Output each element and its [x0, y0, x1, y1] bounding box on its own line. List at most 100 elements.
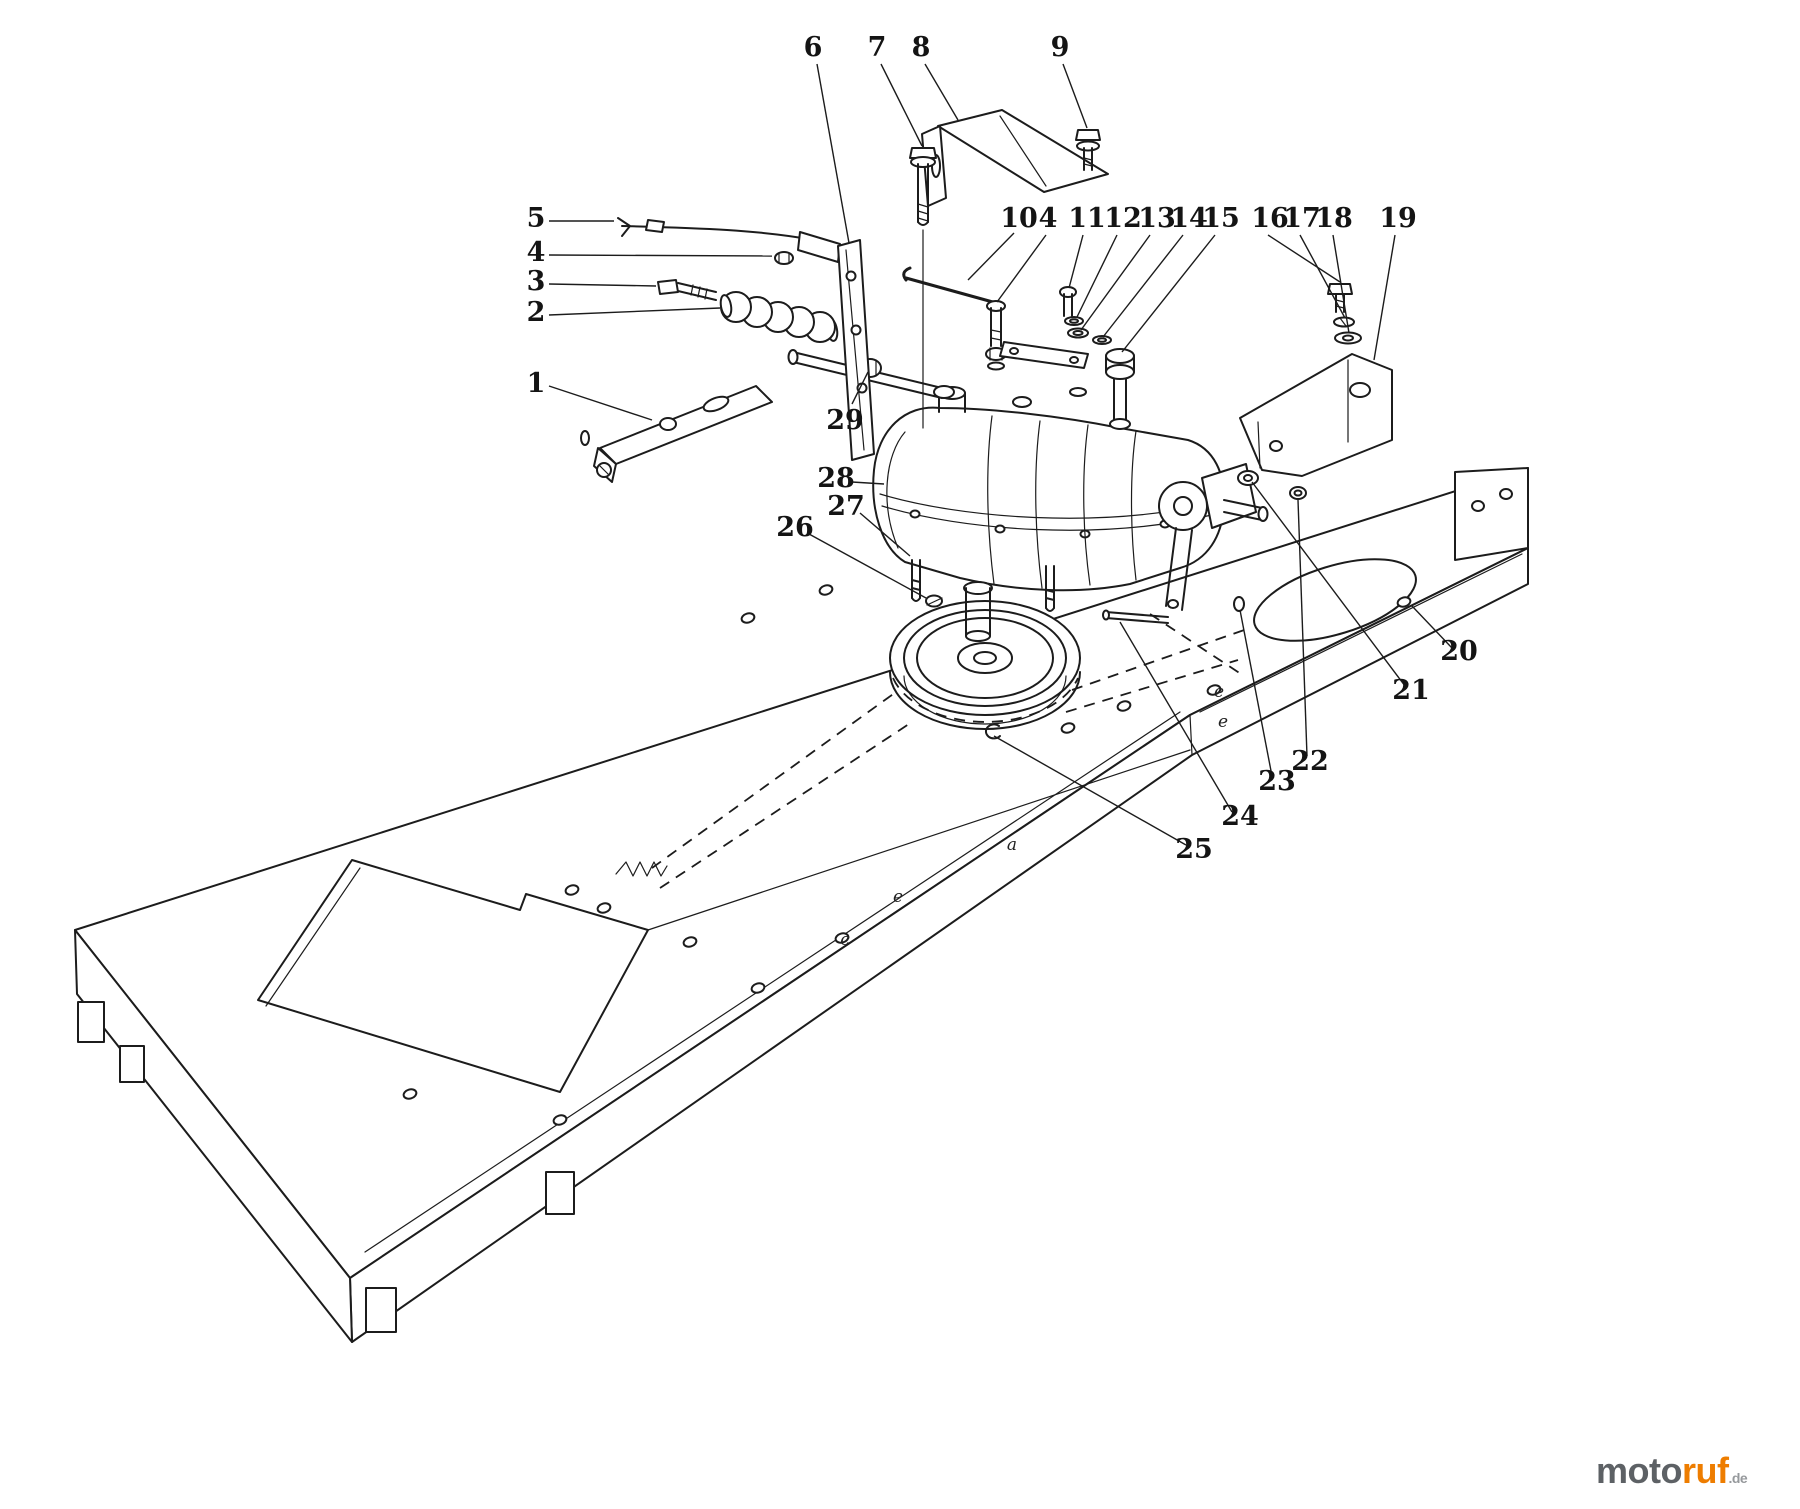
callout-12: 12 [1076, 203, 1142, 318]
transmission-case [872, 406, 1226, 592]
wall-notch [119, 1045, 145, 1083]
callout-6: 6 [804, 32, 850, 244]
chassis-frame: a e e c e [74, 467, 1529, 1343]
shift-linkage [617, 217, 1135, 461]
bolt-9 [1075, 129, 1101, 171]
callout-label: 22 [1291, 746, 1329, 777]
frame-hole-label: e [1218, 712, 1228, 732]
frame-holes [402, 584, 1412, 1126]
washer-13 [1067, 327, 1089, 339]
output-shaft [963, 581, 993, 642]
bolt-4-right [985, 300, 1007, 371]
callout-label: 20 [1440, 636, 1478, 667]
spring-coupling-2 [719, 291, 839, 343]
callout-leader [851, 481, 885, 485]
callout-label: 16 [1251, 203, 1289, 234]
frame-hole-label: e [1214, 682, 1224, 702]
bracket-screw [596, 462, 612, 478]
callout-11: 11 [1068, 203, 1106, 289]
callout-label: 24 [1221, 801, 1259, 832]
callout-24: 24 [1119, 621, 1259, 832]
shift-bracket-6 [797, 231, 875, 461]
callout-leader [1121, 234, 1216, 353]
callout-2: 2 [527, 297, 721, 328]
washer-12 [1064, 316, 1084, 326]
callout-leader [1267, 234, 1341, 283]
callout-leader [1373, 234, 1396, 361]
callout-label: 2 [527, 297, 546, 328]
callout-label: 4 [1039, 203, 1058, 234]
rod-10 [902, 266, 1002, 306]
frame-oval-hole [1253, 558, 1417, 642]
callout-label: 10 [1000, 203, 1038, 234]
callout-label: 18 [1315, 203, 1353, 234]
callout-leader [851, 371, 869, 405]
callout-9: 9 [1051, 32, 1088, 129]
left-bracket-assembly [580, 385, 773, 483]
callout-label: 13 [1138, 203, 1176, 234]
wall-notch [545, 1171, 575, 1215]
callout-leader [1411, 605, 1453, 649]
callout-10: 10 [967, 203, 1038, 281]
callout-22: 22 [1291, 499, 1329, 777]
callout-4-left: 4 [527, 237, 773, 268]
top-bracket-assembly [909, 109, 1109, 429]
callout-4-right: 4 [996, 203, 1058, 303]
nut-4-left [774, 251, 794, 265]
callout-label: 21 [1392, 675, 1430, 706]
callout-leader [880, 63, 923, 147]
rod-ferrule [645, 219, 665, 233]
bolt-3 [657, 279, 717, 301]
right-bracket [1239, 353, 1393, 477]
callout-17: 17 [1283, 203, 1346, 319]
watermark-moto: moto [1596, 1450, 1682, 1491]
callout-leader [1299, 234, 1346, 319]
frame-hole-label: c [840, 930, 850, 950]
callout-leader [1297, 499, 1308, 757]
bolt-11 [1059, 286, 1077, 317]
mounting-studs [911, 559, 1055, 612]
callout-label: 23 [1258, 766, 1296, 797]
callout-label: 15 [1202, 203, 1240, 234]
callout-leader [1076, 234, 1118, 318]
callout-leader [859, 512, 911, 557]
callout-19: 19 [1373, 203, 1417, 361]
callout-26: 26 [776, 512, 927, 599]
callout-leader [1102, 234, 1184, 338]
washer-14 [1092, 335, 1112, 345]
callout-leader [1332, 234, 1350, 334]
watermark-link[interactable]: motoruf.de [1596, 1450, 1748, 1492]
callout-label: 25 [1175, 834, 1213, 865]
right-bracket-assembly [1239, 283, 1393, 477]
callout-leader [1068, 234, 1084, 289]
callout-1: 1 [527, 368, 653, 421]
callout-leader [996, 234, 1047, 303]
flat-washer-18 [1334, 331, 1362, 345]
brake-assembly [1102, 463, 1307, 624]
callout-leader [1251, 481, 1406, 687]
callout-leader [967, 232, 1015, 281]
callout-leader [816, 63, 850, 244]
bolt-7 [909, 147, 937, 226]
watermark-ruf: ruf [1681, 1450, 1729, 1491]
callout-leader [548, 254, 773, 257]
c-clip [580, 430, 590, 446]
callout-7: 7 [868, 32, 923, 147]
watermark-tld: .de [1728, 1470, 1748, 1486]
pin-23 [1233, 596, 1245, 612]
callout-5: 5 [527, 203, 614, 234]
callout-label: 11 [1068, 203, 1106, 234]
callout-25: 25 [993, 735, 1213, 865]
callout-leader [1080, 234, 1151, 331]
callout-label: 27 [827, 491, 865, 522]
callout-label: 26 [776, 512, 814, 543]
belt-path [615, 613, 1251, 889]
callout-label: 4 [527, 237, 546, 268]
callout-label: 5 [527, 203, 546, 234]
callout-leader [808, 533, 927, 599]
brake-rod-24 [1102, 609, 1169, 624]
callout-label: 29 [826, 405, 864, 436]
callout-18: 18 [1315, 203, 1353, 334]
callout-label: 12 [1104, 203, 1142, 234]
